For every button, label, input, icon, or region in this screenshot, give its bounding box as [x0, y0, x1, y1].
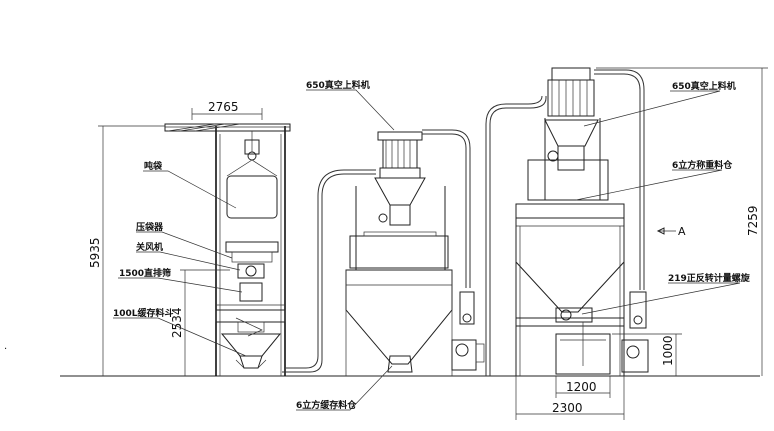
label-hopper-100l: 100L缓存料斗 — [113, 307, 174, 319]
label-buffer-silo: 6立方缓存料仓 — [296, 399, 357, 411]
dim-7259: 7259 — [746, 205, 760, 236]
airlock — [237, 263, 265, 279]
label-airlock: 关风机 — [136, 241, 163, 253]
conveying-pipe-2 — [489, 96, 547, 376]
vacuum-loader-1 — [382, 139, 418, 169]
label-vacuum-loader-2: 650真空上料机 — [672, 80, 736, 92]
dim-1000: 1000 — [661, 335, 675, 366]
conveying-pipe-1 — [282, 173, 376, 373]
blower-2 — [629, 291, 647, 329]
buffer-silo — [345, 269, 453, 365]
hopper-100l — [220, 333, 282, 357]
ton-bag — [226, 175, 278, 219]
buffer-silo-station — [282, 129, 485, 376]
dimension-lines — [98, 67, 768, 420]
dim-2300: 2300 — [552, 401, 583, 415]
label-screen-1500: 1500直排筛 — [119, 267, 171, 279]
dim-5935: 5935 — [88, 237, 102, 268]
vacuum-loader-2 — [547, 79, 595, 117]
leader-lines — [113, 89, 741, 411]
dim-1200: 1200 — [566, 380, 597, 394]
label-weigh-silo: 6立方称重料仓 — [672, 159, 733, 171]
bag-press — [225, 241, 279, 253]
blower-1 — [459, 291, 475, 325]
metering-screw — [555, 307, 593, 323]
label-view-a: A — [678, 225, 686, 238]
ton-bag-station — [164, 123, 291, 376]
label-vacuum-loader-1: 650真空上料机 — [306, 79, 370, 91]
label-screw-219: 219正反转计量螺旋 — [668, 272, 751, 284]
label-bag-press: 压袋器 — [136, 221, 164, 233]
label-ton-bag: 吨袋 — [144, 160, 163, 172]
dim-2534: 2534 — [170, 307, 184, 338]
screen-1500 — [239, 282, 263, 302]
weigh-silo — [515, 217, 625, 313]
dim-2765: 2765 — [208, 100, 239, 114]
edge-mark: · — [4, 344, 7, 355]
weigh-silo-station — [485, 67, 676, 376]
